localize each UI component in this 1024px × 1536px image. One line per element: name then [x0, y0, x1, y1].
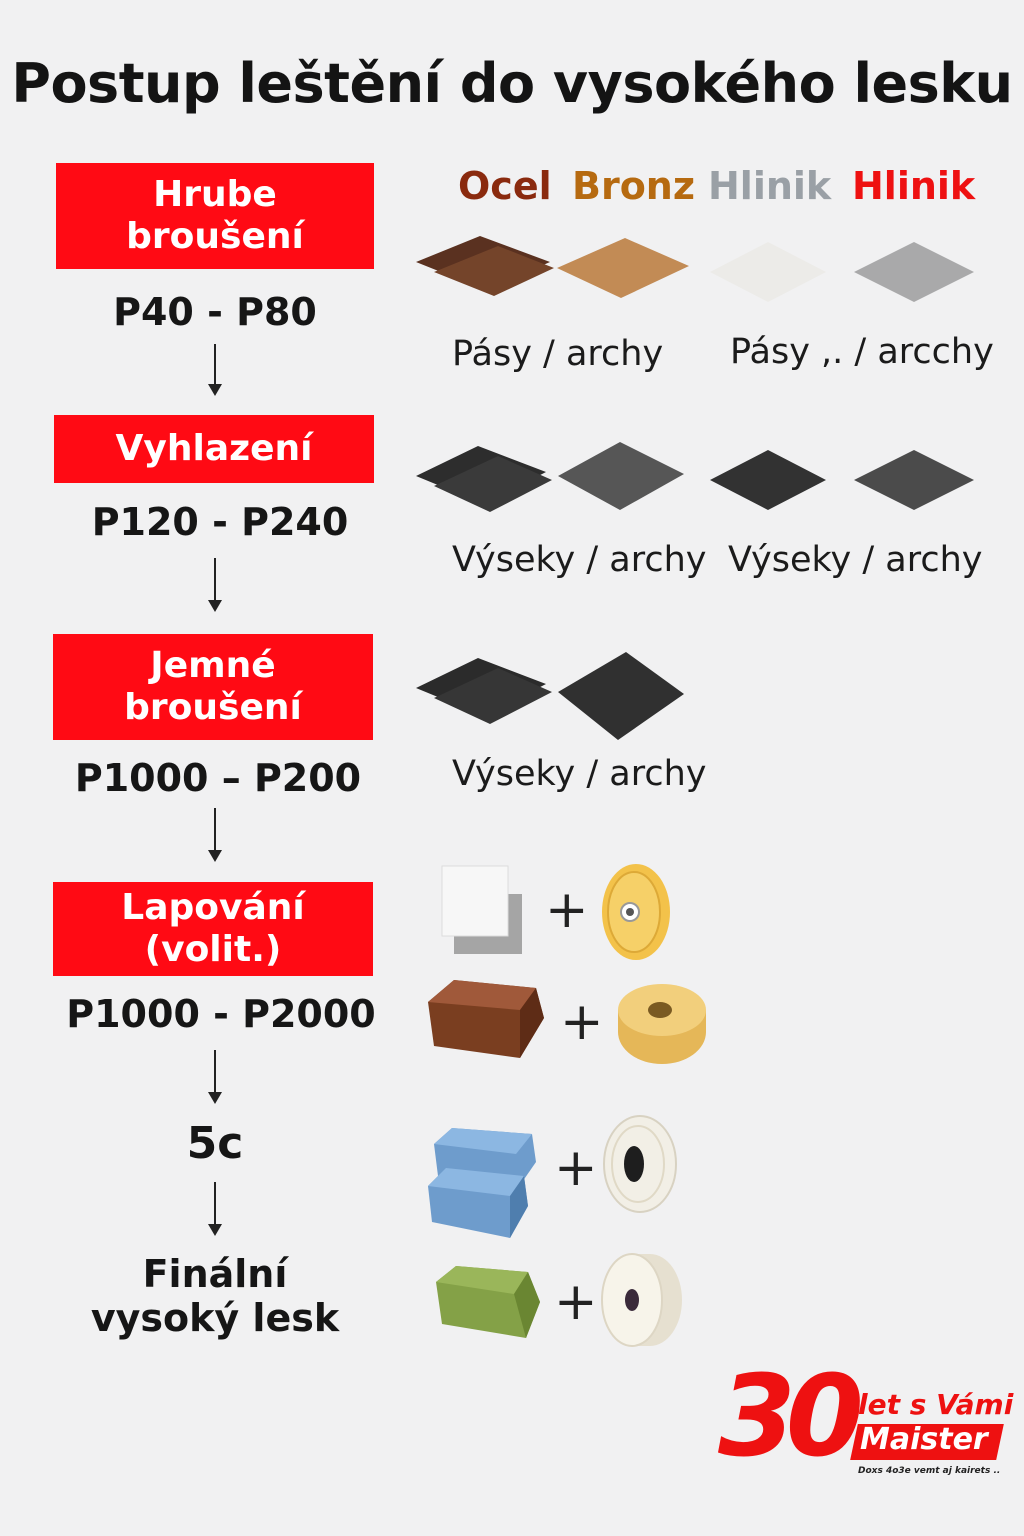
- sandpaper-black-sheets: [416, 446, 552, 512]
- final-high-gloss-label: Finální vysoký lesk: [90, 1252, 340, 1340]
- sandpaper-dark-grey: [558, 442, 684, 510]
- logo-number: 30: [718, 1352, 864, 1482]
- sandpaper-black-fine-sheets: [416, 658, 552, 724]
- step-box-coarse-grinding: Hrube broušení: [56, 163, 374, 269]
- sandpaper-black-fine: [558, 652, 684, 740]
- polishing-compound-brown: [428, 980, 544, 1058]
- metal-header-hlinik-red: Hlinik: [852, 164, 976, 208]
- grit-range-coarse: P40 - P80: [113, 290, 317, 334]
- form-label-discs-sheets-1: Výseky / archy: [452, 540, 707, 580]
- felt-buffing-wheel-white: [601, 1253, 682, 1347]
- grit-range-lapping: P1000 - P2000: [66, 992, 376, 1036]
- sandpaper-brown-dark: [416, 236, 554, 296]
- form-label-belts-sheets-2: Pásy ,. / arcchy: [730, 332, 994, 372]
- step-box-smoothing: Vyhlazení: [54, 415, 374, 483]
- lapping-film-sheets: [441, 865, 522, 954]
- cotton-buffing-wheel-white: [603, 1115, 677, 1213]
- maister-30-years-logo: 30 let s Vámi Maister Doxs 4o3e vemt aj …: [718, 1352, 1013, 1490]
- sandpaper-black: [710, 450, 826, 510]
- plus-sign-3: +: [554, 1138, 598, 1198]
- plus-sign-4: +: [554, 1272, 598, 1332]
- sandpaper-white: [710, 242, 826, 302]
- logo-brand-name: Maister: [860, 1422, 988, 1457]
- flow-arrow-2: [205, 558, 225, 612]
- form-label-discs-sheets-3: Výseky / archy: [452, 754, 707, 794]
- metal-header-bronz: Bronz: [572, 164, 695, 208]
- logo-tagline: let s Vámi: [858, 1388, 1014, 1421]
- flow-arrow-5: [205, 1182, 225, 1236]
- polishing-compound-green: [436, 1266, 540, 1338]
- page-title: Postup leštění do vysokého lesku: [11, 52, 1013, 115]
- step-5c-label: 5c: [186, 1118, 244, 1169]
- polishing-compound-blue: [428, 1128, 536, 1238]
- metal-header-hlinik-grey: Hlinik: [708, 164, 832, 208]
- form-label-discs-sheets-2: Výseky / archy: [728, 540, 983, 580]
- sandpaper-charcoal: [854, 450, 974, 510]
- grit-range-smoothing: P120 - P240: [91, 500, 349, 544]
- logo-small-text: Doxs 4o3e vemt aj kairets ..: [858, 1466, 1001, 1476]
- form-label-belts-sheets-1: Pásy / archy: [452, 334, 664, 374]
- sisal-buffing-wheel-yellow: [602, 864, 670, 960]
- sandpaper-light-grey: [854, 242, 974, 302]
- felt-buffing-wheel-yellow: [618, 984, 706, 1064]
- flow-arrow-3: [205, 808, 225, 862]
- sandpaper-tan: [557, 238, 689, 298]
- step-box-lapping: Lapování (volit.): [53, 882, 373, 976]
- flow-arrow-4: [205, 1050, 225, 1104]
- grit-range-fine: P1000 – P200: [74, 756, 362, 800]
- plus-sign-2: +: [560, 992, 604, 1052]
- plus-sign-1: +: [545, 880, 589, 940]
- metal-header-ocel: Ocel: [458, 164, 552, 208]
- step-box-fine-grinding: Jemné broušení: [53, 634, 373, 740]
- flow-arrow-1: [205, 344, 225, 396]
